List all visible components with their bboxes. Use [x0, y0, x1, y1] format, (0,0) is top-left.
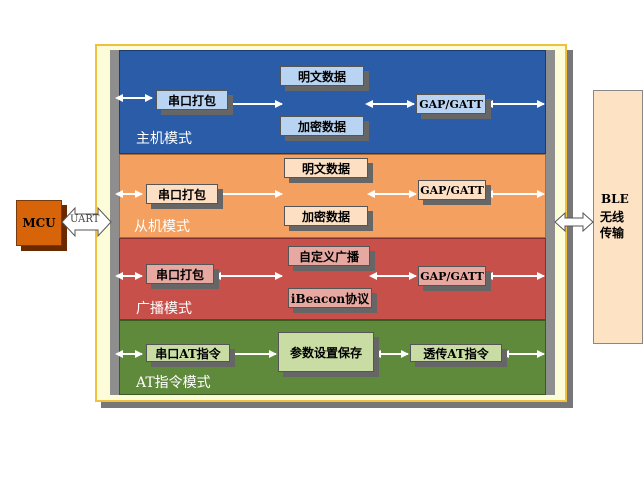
at-serial-box: 串口AT指令 — [146, 344, 230, 362]
at-pass-label: 透传AT指令 — [423, 346, 489, 361]
at-pass-box: 透传AT指令 — [410, 344, 502, 362]
uart-label: UART — [70, 214, 100, 225]
at-params-box: 参数设置保存 — [278, 332, 374, 372]
broadcast-custom-box: 自定义广播 — [288, 246, 370, 266]
host-gap-box: GAP/GATT — [416, 94, 486, 114]
mcu-label: MCU — [22, 216, 56, 230]
host-mode-label: 主机模式 — [136, 131, 192, 147]
broadcast-mode-label: 广播模式 — [136, 301, 192, 317]
host-plain-box: 明文数据 — [280, 66, 364, 86]
slave-gap-label: GAP/GATT — [420, 183, 484, 197]
broadcast-gap-label: GAP/GATT — [420, 269, 484, 283]
slave-serial-box: 串口打包 — [146, 184, 218, 204]
ble-block — [593, 90, 643, 344]
ble-arrow — [554, 211, 594, 233]
ble-text-line3: 传输 — [600, 226, 625, 240]
broadcast-gap-box: GAP/GATT — [418, 266, 486, 286]
slave-encrypted-box: 加密数据 — [284, 206, 368, 226]
uart-arrow — [61, 206, 112, 238]
broadcast-serial-label: 串口打包 — [155, 267, 204, 282]
host-plain-label: 明文数据 — [297, 69, 346, 84]
ble-text-line2: 无线 — [600, 210, 625, 224]
broadcast-custom-label: 自定义广播 — [298, 249, 359, 264]
at-mode-label: AT指令模式 — [136, 375, 211, 391]
slave-serial-label: 串口打包 — [157, 187, 206, 202]
left-gray-bar — [110, 50, 119, 395]
slave-plain-box: 明文数据 — [284, 158, 368, 178]
at-params-label: 参数设置保存 — [289, 345, 362, 360]
host-gap-label: GAP/GATT — [419, 97, 483, 111]
ble-text-line1: BLE — [601, 192, 629, 206]
broadcast-serial-box: 串口打包 — [146, 264, 214, 284]
broadcast-ibeacon-box: iBeacon协议 — [288, 288, 372, 308]
host-encrypted-box: 加密数据 — [280, 116, 364, 136]
slave-encrypted-label: 加密数据 — [301, 209, 350, 224]
host-serial-label: 串口打包 — [167, 93, 216, 108]
slave-plain-label: 明文数据 — [301, 161, 350, 176]
right-gray-bar — [546, 50, 555, 395]
mcu-block: MCU — [16, 200, 62, 246]
slave-gap-box: GAP/GATT — [418, 180, 486, 200]
slave-mode-label: 从机模式 — [134, 219, 190, 235]
at-serial-label: 串口AT指令 — [155, 346, 221, 361]
host-encrypted-label: 加密数据 — [297, 119, 346, 134]
broadcast-ibeacon-label: iBeacon协议 — [290, 291, 370, 306]
host-serial-box: 串口打包 — [156, 90, 228, 110]
